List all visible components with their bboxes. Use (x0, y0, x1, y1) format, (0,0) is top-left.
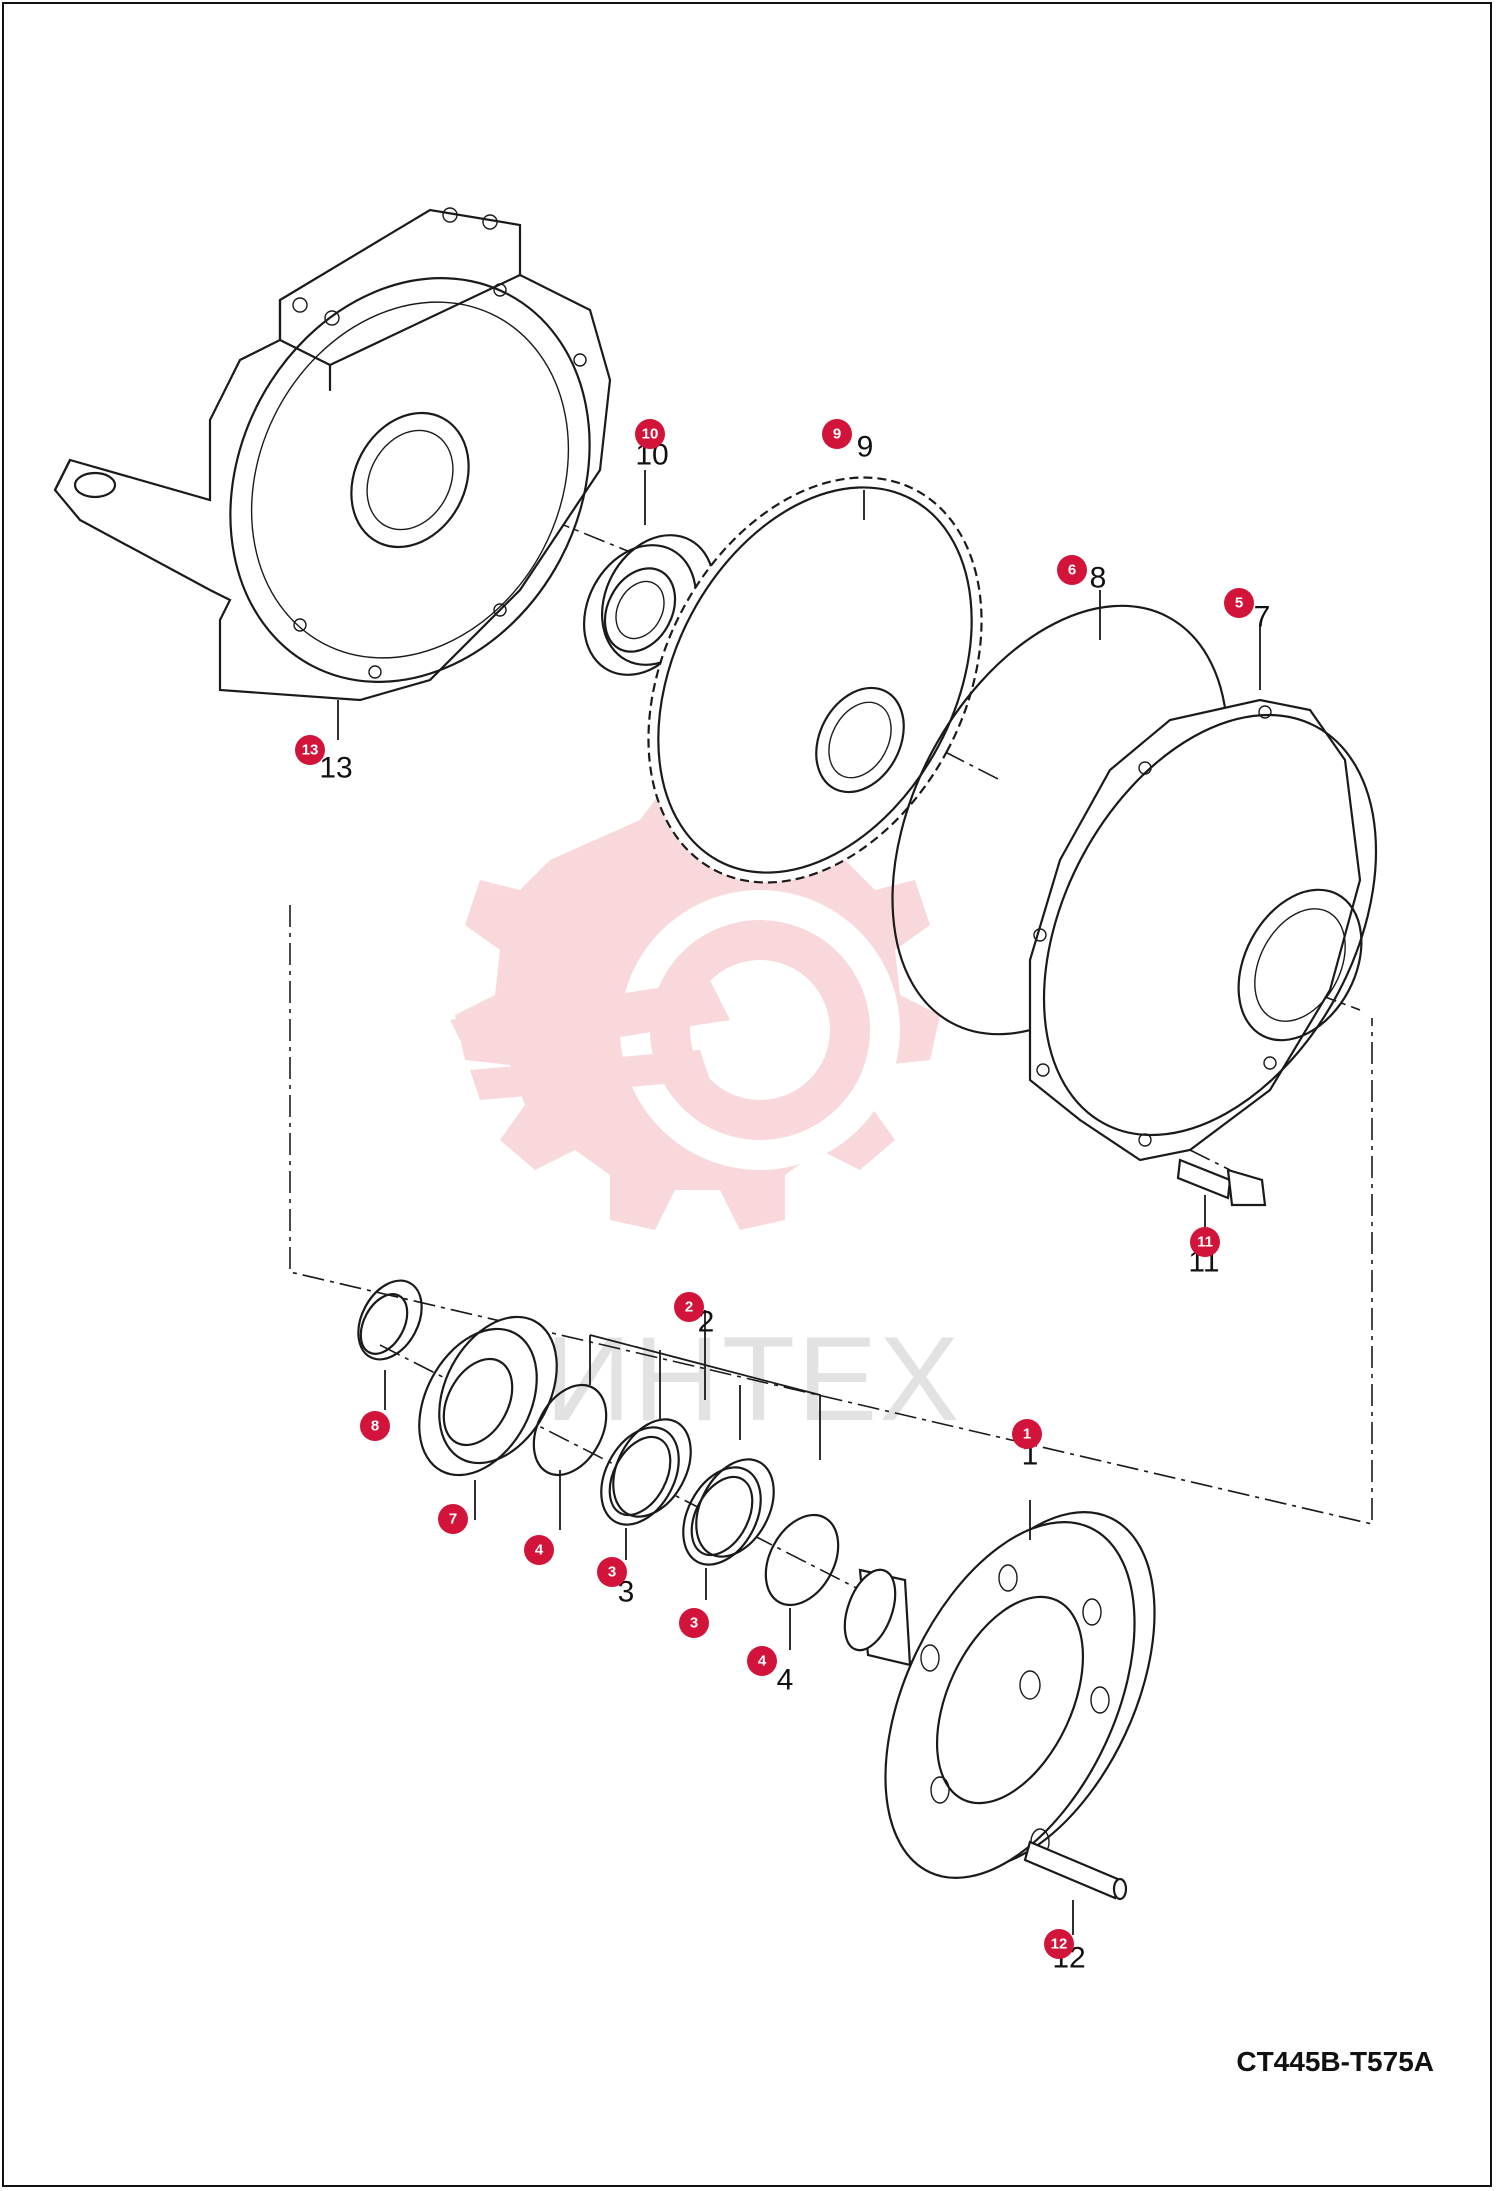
callout-markers[interactable]: 1 2 3 3 4 4 5 6 7 8 9 10 11 12 13 (295, 419, 1254, 1959)
watermark-text: ИНТЕХ (545, 1312, 961, 1446)
svg-text:4: 4 (758, 1653, 767, 1670)
svg-text:2: 2 (685, 1299, 693, 1316)
part-2-set-bracket (589, 1310, 821, 1460)
callout-1[interactable]: 1 (1012, 1419, 1042, 1449)
callout-8[interactable]: 8 (360, 1411, 390, 1441)
part-1-hub-flange (843, 1511, 1156, 1879)
svg-text:3: 3 (690, 1615, 698, 1632)
svg-text:11: 11 (1197, 1234, 1213, 1251)
part-7-bearing (418, 1315, 558, 1477)
svg-text:4: 4 (535, 1542, 544, 1559)
callout-9[interactable]: 9 (822, 419, 852, 449)
drawing-code-label: CT445B-T575A (1236, 2046, 1434, 2077)
callout-3b[interactable]: 3 (679, 1608, 709, 1638)
part-4-shim-a (532, 1383, 608, 1477)
callout-5[interactable]: 5 (1224, 588, 1254, 618)
part-3-seal-b (682, 1458, 775, 1566)
svg-text:4: 4 (777, 1664, 794, 1697)
part-4-shim-b (764, 1513, 840, 1607)
callout-4a[interactable]: 4 (524, 1535, 554, 1565)
svg-text:3: 3 (618, 1576, 635, 1609)
svg-text:6: 6 (1068, 562, 1076, 579)
callout-2[interactable]: 2 (674, 1292, 704, 1322)
svg-text:9: 9 (833, 426, 841, 443)
callout-10[interactable]: 10 (635, 419, 665, 449)
svg-text:10: 10 (642, 426, 659, 443)
svg-text:9: 9 (857, 431, 874, 464)
svg-text:7: 7 (1254, 601, 1271, 634)
part-13-knuckle-housing (53, 207, 612, 702)
callout-12[interactable]: 12 (1044, 1929, 1074, 1959)
svg-text:3: 3 (608, 1564, 616, 1581)
svg-text:8: 8 (1090, 562, 1107, 595)
part-12-stud (1023, 1840, 1128, 1901)
svg-text:12: 12 (1051, 1936, 1068, 1953)
callout-leaders (337, 470, 1261, 1935)
svg-text:5: 5 (1235, 595, 1243, 612)
callout-13[interactable]: 13 (295, 735, 325, 765)
part-9-ring-gear (647, 476, 983, 884)
callout-4b[interactable]: 4 (747, 1646, 777, 1676)
svg-text:8: 8 (371, 1418, 379, 1435)
callout-6[interactable]: 6 (1057, 555, 1087, 585)
callout-11[interactable]: 11 (1190, 1227, 1220, 1257)
callout-7[interactable]: 7 (438, 1504, 468, 1534)
part-8-snap-ring (357, 1279, 423, 1361)
svg-text:13: 13 (319, 752, 352, 785)
part-5-hub-cover (1028, 698, 1378, 1162)
part-11-bolt (1176, 1158, 1267, 1207)
svg-text:7: 7 (449, 1511, 457, 1528)
part-3-seal-a (600, 1418, 692, 1526)
svg-text:1: 1 (1023, 1426, 1031, 1443)
svg-text:13: 13 (302, 742, 319, 759)
callout-3a[interactable]: 3 (597, 1557, 627, 1587)
